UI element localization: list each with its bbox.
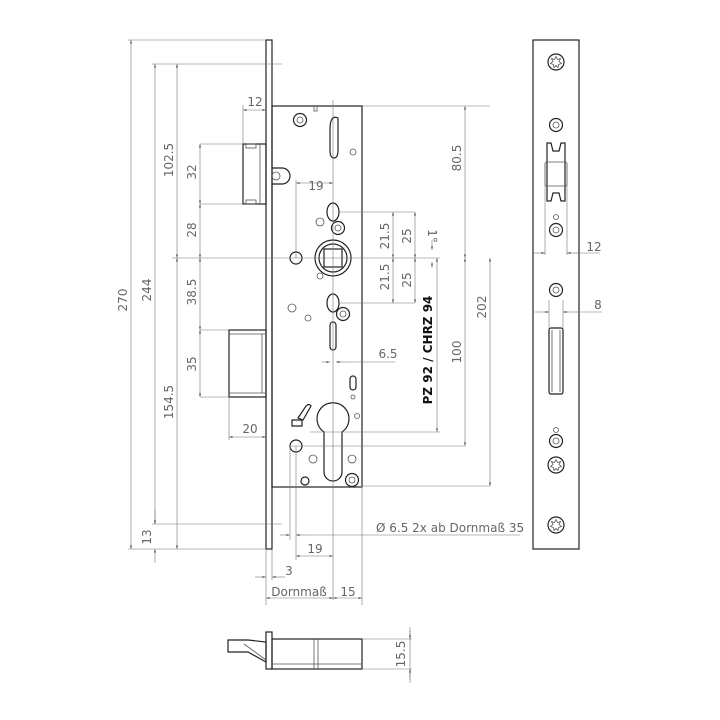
dim-latch-height: 32 — [185, 164, 199, 179]
dim-screw-spacing: 244 — [140, 279, 154, 302]
dim-bolt-width: 8 — [594, 298, 602, 312]
torx-screw-icon — [547, 53, 565, 71]
screw-icon — [292, 112, 308, 128]
dim-spindle-to-cylinder: 100 — [450, 341, 464, 364]
dim-spindle-up-hole: 21.5 — [378, 223, 392, 250]
torx-screw-icon — [547, 516, 565, 534]
hole-note: Ø 6.5 2x ab Dornmaß 35 — [376, 521, 524, 535]
dim-bolt-projection: 20 — [242, 422, 257, 436]
latch-front — [544, 142, 568, 202]
screw-icon — [548, 282, 564, 298]
dim-bottom-offset: 13 — [140, 529, 154, 544]
screw-icon — [548, 222, 564, 238]
deadbolt — [228, 329, 267, 398]
dim-bolt-height: 35 — [185, 356, 199, 371]
cylinder-label: PZ 92 / CHRZ 94 — [421, 296, 435, 405]
dim-spindle-down-hole: 21.5 — [378, 264, 392, 291]
cylinder-cutout — [316, 402, 350, 482]
dim-faceplate-thickness: 3 — [285, 564, 293, 578]
dim-backset: Dornmaß — [271, 585, 327, 599]
dim-case-thickness: 15.5 — [394, 641, 408, 668]
side-view: 270 244 102.5 32 28 38.5 35 154.5 13 12 … — [116, 39, 524, 605]
dim-angle: 1° — [425, 229, 439, 243]
dim-top-to-spindle: 102.5 — [162, 143, 176, 177]
dim-hole-offset-bottom: 19 — [307, 542, 322, 556]
screw-icon — [344, 472, 360, 488]
faceplate-side — [265, 39, 273, 550]
dim-bolt-to-bottom: 154.5 — [162, 385, 176, 419]
dim-spindle-up-hole-outer: 25 — [400, 228, 414, 243]
screw-icon — [330, 220, 346, 236]
faceplate-front — [532, 39, 580, 550]
dim-overall-height: 270 — [116, 289, 130, 312]
dim-spindle-to-case-bottom: 202 — [475, 296, 489, 319]
dim-hole-offset-top: 19 — [308, 179, 323, 193]
screw-icon — [548, 117, 564, 133]
latch — [242, 143, 291, 205]
torx-screw-icon — [547, 456, 565, 474]
dim-backset-right: 15 — [340, 585, 355, 599]
dim-latch-width: 12 — [586, 240, 601, 254]
screw-icon — [548, 433, 564, 449]
dim-slot-width: 6.5 — [378, 347, 397, 361]
dim-latch-to-spindle: 28 — [185, 222, 199, 237]
lock-case — [271, 105, 363, 488]
dim-spindle-down-hole-outer: 25 — [400, 272, 414, 287]
front-view: 12 8 — [532, 39, 602, 550]
dim-spindle-to-bolt: 38.5 — [185, 279, 199, 306]
bolt-front — [548, 327, 564, 395]
screw-icon — [335, 306, 351, 322]
dim-latch-projection: 12 — [247, 95, 262, 109]
bottom-view: 15.5 — [227, 627, 412, 683]
dim-case-top-to-spindle: 80.5 — [450, 145, 464, 172]
